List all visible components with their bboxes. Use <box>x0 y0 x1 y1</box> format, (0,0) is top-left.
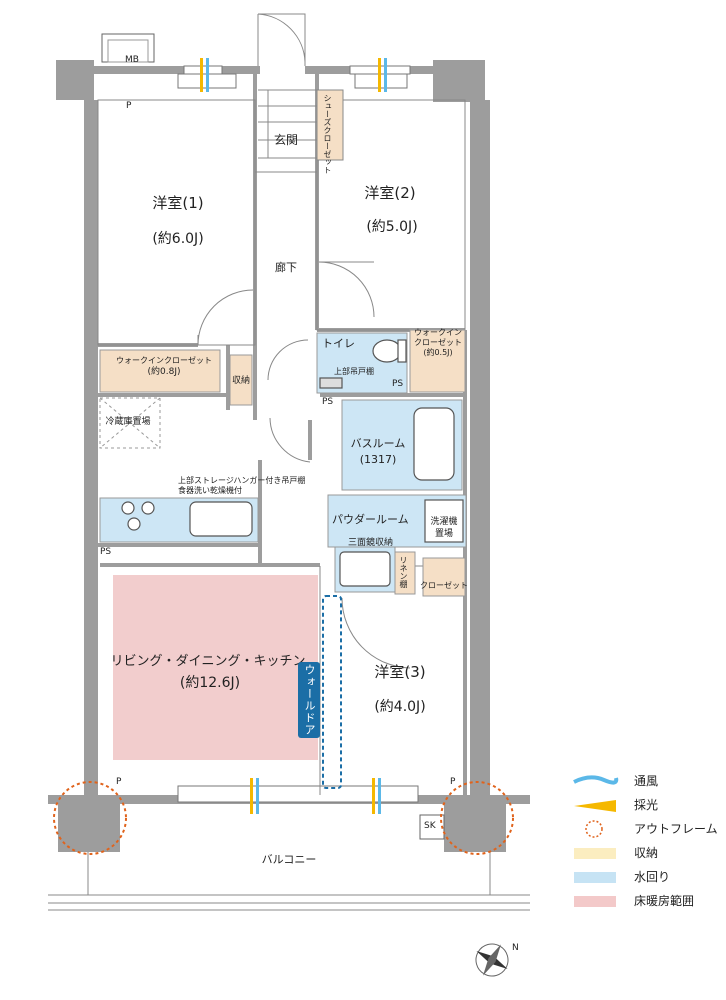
mirror-storage-label: 三面鏡収納 <box>348 538 394 548</box>
shoe-closet <box>316 89 344 161</box>
legend-outframe: アウトフレーム <box>634 822 718 836</box>
fixtures <box>121 339 464 587</box>
storage-label: 収納 <box>231 376 251 386</box>
outframe-markers <box>53 781 514 855</box>
western3-size: (約4.0J) <box>374 699 426 715</box>
closet-label: クローゼット <box>420 581 468 590</box>
floor-heating-area <box>113 575 318 760</box>
western2-name: 洋室(2) <box>364 184 416 202</box>
western2-size: (約5.0J) <box>366 219 418 235</box>
ldk-size: (約12.6J) <box>179 675 241 691</box>
powder-room-label: パウダールーム <box>332 513 409 526</box>
shoe-closet-label: シューズクローゼット <box>323 94 332 174</box>
wic2-line1: ウォークイン <box>414 328 462 337</box>
legend-water: 水回り <box>634 870 671 884</box>
wic2-size: (約0.5J) <box>423 348 453 357</box>
balcony <box>48 814 530 911</box>
legend-floorheat-swatch <box>574 896 616 907</box>
bottom-windows <box>177 785 419 803</box>
legend-wind-swatch <box>573 775 619 785</box>
upper-shelf-label: 上部吊戸棚 <box>334 367 374 376</box>
compass-icon <box>475 943 509 977</box>
western3-name: 洋室(3) <box>374 663 426 681</box>
western1-size: (約6.0J) <box>152 231 204 247</box>
ldk-name: リビング・ダイニング・キッチン <box>110 654 306 669</box>
door-arcs <box>197 261 411 669</box>
kitchen-note-1: 上部ストレージハンガー付き吊戸棚 <box>178 476 306 485</box>
legend-storage: 収納 <box>634 846 659 860</box>
legend-outframe-swatch <box>585 820 603 838</box>
legend-storage-swatch <box>574 848 616 859</box>
ps-label-kitchen: PS <box>100 547 112 557</box>
p-label-top: P <box>126 101 132 111</box>
compass-n-label: N <box>512 943 519 953</box>
corridor-label: 廊下 <box>275 261 297 274</box>
wall-door-label: ウォールドア <box>298 662 320 738</box>
washer-label-1: 洗濯機 <box>430 517 458 527</box>
entrance-stairs <box>258 89 317 159</box>
wind-light-marks <box>200 58 387 814</box>
ps-label-corridor: PS <box>322 397 334 407</box>
p-label-bottom-right: P <box>450 777 456 787</box>
fridge-label: 冷蔵庫置場 <box>105 417 151 427</box>
entrance-door <box>257 13 306 66</box>
wall-door-outline <box>322 595 342 789</box>
p-label-bottom-left: P <box>116 777 122 787</box>
bathroom-name: バスルーム <box>350 437 406 450</box>
western1-name: 洋室(1) <box>152 194 204 212</box>
top-windows <box>177 65 411 89</box>
wic1-name: ウォークインクローゼット <box>116 356 212 365</box>
legend-water-swatch <box>574 872 616 883</box>
entrance-label: 玄関 <box>273 133 299 147</box>
legend-graphics <box>573 775 619 907</box>
legend-floorheat: 床暖房範囲 <box>634 894 695 908</box>
fridge-space <box>99 397 161 449</box>
wic1-size: (約0.8J) <box>147 367 181 377</box>
mb-label: MB <box>125 55 139 65</box>
toilet-label: トイレ <box>322 337 355 350</box>
washer-label-2: 置場 <box>434 529 454 539</box>
legend-light-swatch <box>574 800 616 812</box>
legend-wind: 通風 <box>634 774 659 788</box>
wic2-line2: クローゼット <box>414 338 462 347</box>
legend-light: 採光 <box>634 798 659 812</box>
sk-label: SK <box>424 821 436 831</box>
kitchen-note-2: 食器洗い乾燥機付 <box>178 486 242 495</box>
exterior-walls <box>48 60 530 852</box>
balcony-label: バルコニー <box>261 853 317 866</box>
room-lines <box>97 99 466 795</box>
bathroom-size: (1317) <box>359 453 397 466</box>
linen-shelf-label: リネン棚 <box>399 556 408 588</box>
ps-label-toilet: PS <box>392 379 404 389</box>
